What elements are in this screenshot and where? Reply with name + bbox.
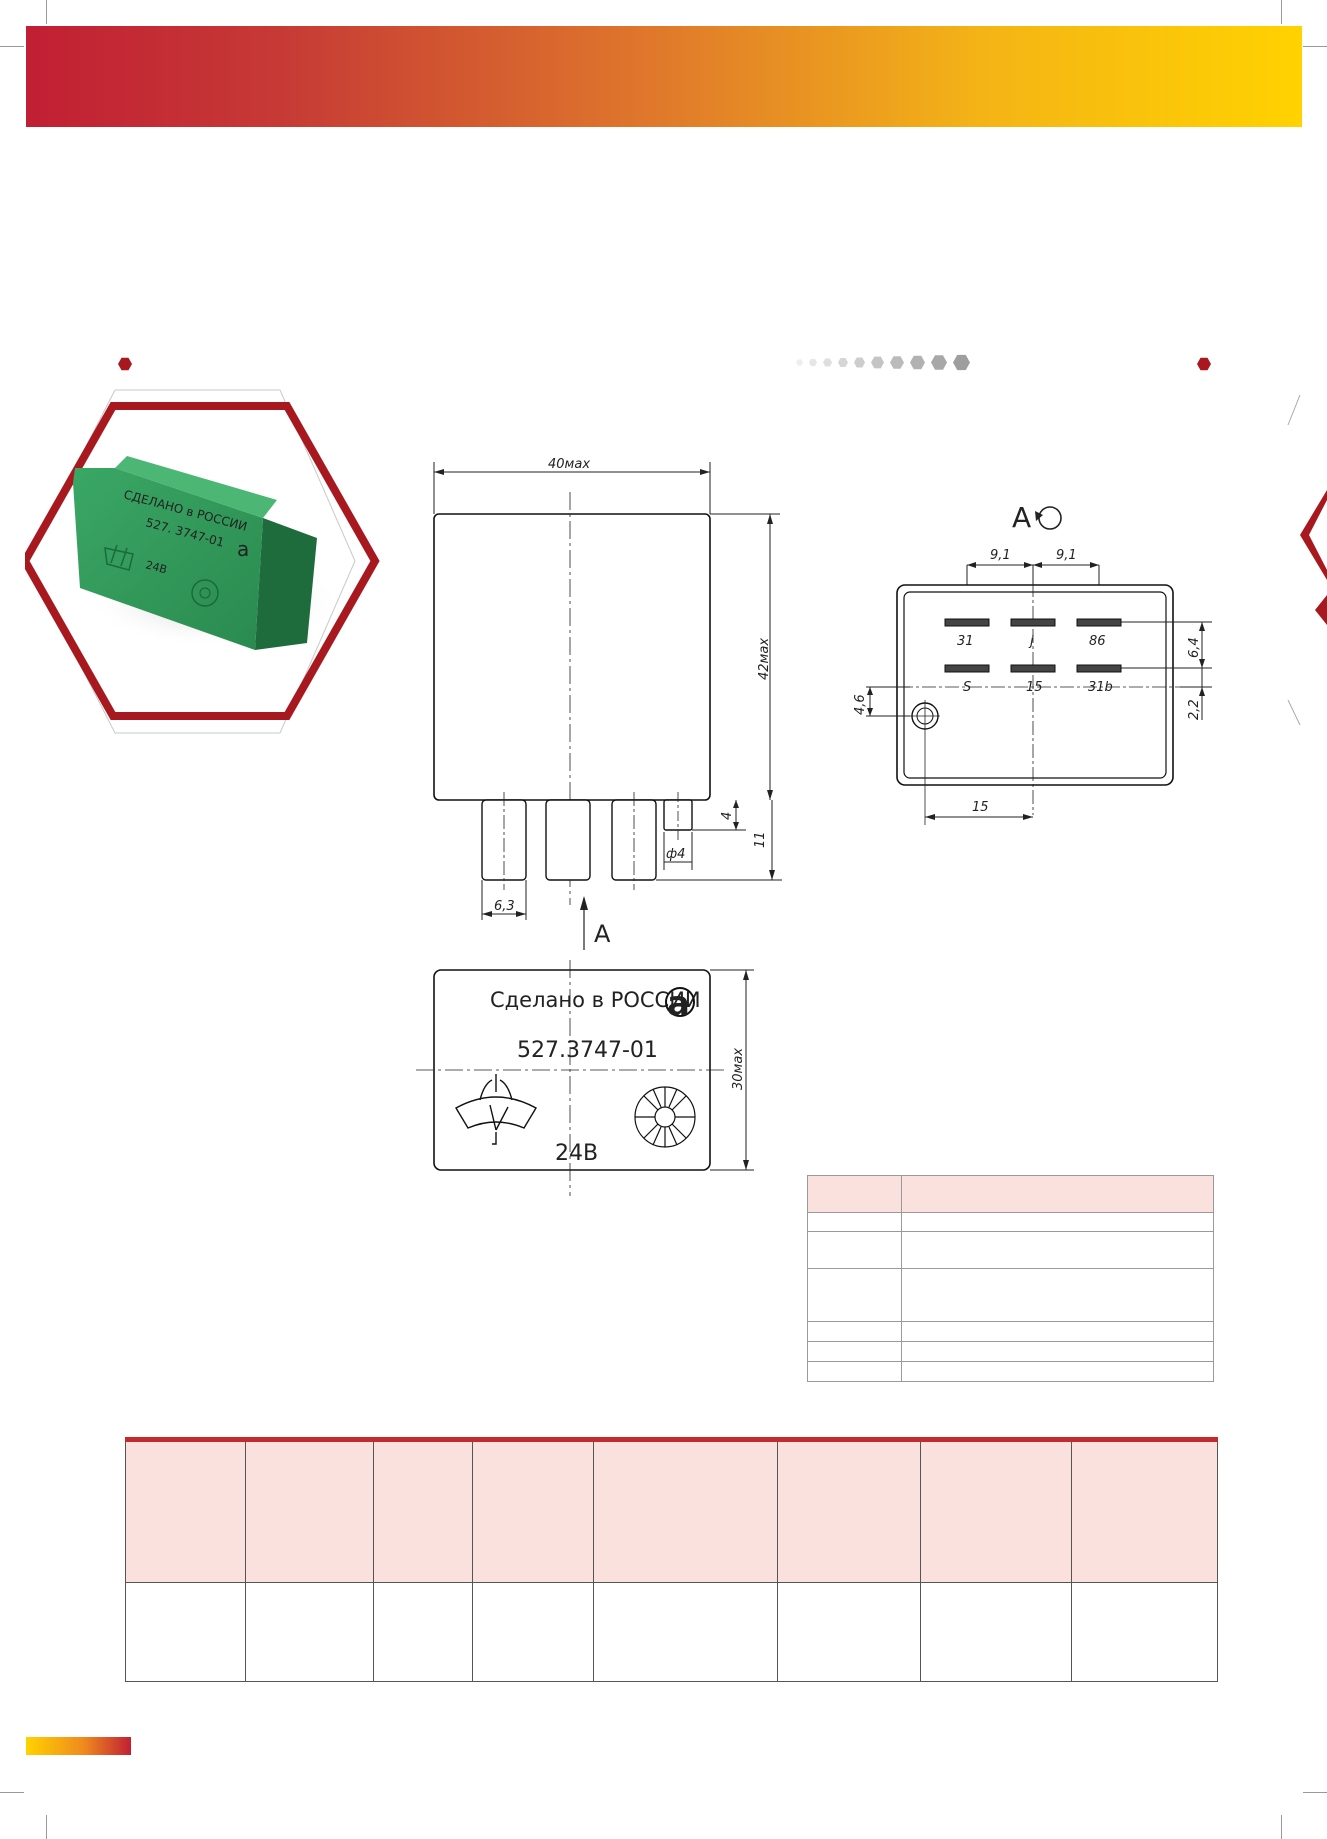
header-cell (777, 1439, 921, 1583)
pin-length-label: 11 (753, 831, 768, 848)
dot (931, 355, 947, 370)
footer-gradient-band (26, 1737, 131, 1755)
table-cell (125, 1582, 246, 1682)
top-view-part-number: 527.3747-01 (517, 1038, 658, 1063)
table-row (807, 1361, 1214, 1382)
sun-symbol-icon (634, 1086, 696, 1148)
table-cell (901, 1321, 1214, 1342)
crop-mark (1281, 0, 1282, 24)
spacing-left-label: 9,1 (990, 548, 1011, 563)
table-cell (807, 1212, 902, 1232)
width-dimension-label: 40мах (548, 457, 590, 472)
spacing-right-label: 9,1 (1056, 548, 1077, 563)
product-photo: СДЕЛАНО в РОССИИ 527. 3747-01 24В a (25, 389, 380, 734)
pin-bottom-1: S (963, 680, 971, 695)
spec-header-cell (807, 1175, 902, 1213)
header-gradient-band (26, 26, 1302, 127)
table-cell (777, 1582, 921, 1682)
table-cell (807, 1231, 902, 1269)
dim-right-top-label: 6,4 (1187, 637, 1202, 658)
dot (838, 358, 848, 367)
washer-wiper-icon (455, 1074, 537, 1145)
dot (809, 358, 817, 367)
header-cell (593, 1439, 778, 1583)
dot (796, 359, 803, 366)
decorative-dots (796, 354, 970, 371)
table-cell (807, 1341, 902, 1362)
dot (910, 355, 925, 370)
pin-bottom-2: 15 (1026, 680, 1043, 695)
table-cell (245, 1582, 374, 1682)
header-cell (472, 1439, 594, 1583)
dot (953, 354, 970, 371)
dim-right-bottom-label: 2,2 (1187, 699, 1202, 720)
table-cell (807, 1361, 902, 1382)
table-cell (807, 1268, 902, 1322)
table-row (125, 1582, 1218, 1682)
crop-mark (0, 1792, 24, 1793)
dim-left-label: 4,6 (853, 694, 868, 715)
product-table-header (125, 1439, 1218, 1583)
photo-voltage: 24В (144, 558, 168, 576)
table-cell (901, 1231, 1214, 1269)
table-cell (901, 1341, 1214, 1362)
table-cell (472, 1582, 594, 1682)
table-cell (593, 1582, 778, 1682)
pin-width-label: 6,3 (494, 899, 515, 914)
crop-mark (1281, 1815, 1282, 1839)
relay-view-a-drawing: A 9,1 9,1 31 j 86 S 15 31b 6,4 2,2 4,6 (853, 501, 1212, 825)
product-table (125, 1437, 1218, 1682)
table-cell (901, 1268, 1214, 1322)
pin-top-1: 31 (957, 634, 974, 649)
crop-mark (46, 0, 47, 24)
pin-diameter-label: ф4 (666, 847, 685, 862)
dot (890, 356, 904, 369)
photo-wiper-icon (104, 544, 134, 571)
specification-table (807, 1175, 1214, 1382)
table-row (807, 1341, 1214, 1362)
header-cell (125, 1439, 246, 1583)
relay-side-view-drawing: 40мах 42мах 11 4 ф4 6,3 A (433, 457, 782, 950)
top-view-height-label: 30мах (731, 1048, 746, 1090)
table-cell (901, 1361, 1214, 1382)
pin-small-label: 4 (720, 812, 735, 820)
top-view-logo: a (667, 984, 690, 1024)
crop-mark (1303, 1792, 1327, 1793)
header-cell (245, 1439, 374, 1583)
view-a-title: A (1012, 501, 1031, 534)
section-hex-bullet-left (118, 357, 132, 371)
header-cell (373, 1439, 473, 1583)
table-cell (920, 1582, 1072, 1682)
dot (854, 357, 865, 368)
crop-mark (0, 46, 24, 47)
pin-bottom-3: 31b (1088, 680, 1113, 695)
pin-top-3: 86 (1089, 634, 1106, 649)
table-cell (373, 1582, 473, 1682)
photo-logo-letter: a (237, 537, 249, 561)
relay-top-view-drawing: Сделано в РОССИИ a 527.3747-01 24В 30мах (416, 960, 754, 1196)
view-arrow-label: A (594, 920, 611, 948)
section-hex-bullet-right (1197, 357, 1211, 371)
table-cell (901, 1212, 1214, 1232)
height-dimension-label: 42мах (757, 638, 772, 680)
spec-header-cell (901, 1175, 1214, 1213)
header-cell (1071, 1439, 1218, 1583)
top-view-voltage: 24В (555, 1141, 598, 1166)
table-cell (807, 1321, 902, 1342)
table-row (807, 1212, 1214, 1232)
table-row (807, 1268, 1214, 1322)
crop-mark (46, 1815, 47, 1839)
edge-hexagon-decoration (1287, 395, 1327, 726)
spec-table-header (807, 1175, 1214, 1213)
header-cell (920, 1439, 1072, 1583)
table-cell (1071, 1582, 1218, 1682)
dot (823, 358, 832, 367)
dot (871, 356, 884, 369)
photo-sun-icon (191, 579, 219, 607)
pin-top-2: j (1028, 634, 1034, 649)
dim-bottom-label: 15 (972, 800, 989, 815)
table-row (807, 1321, 1214, 1342)
table-row (807, 1231, 1214, 1269)
crop-mark (1303, 46, 1327, 47)
